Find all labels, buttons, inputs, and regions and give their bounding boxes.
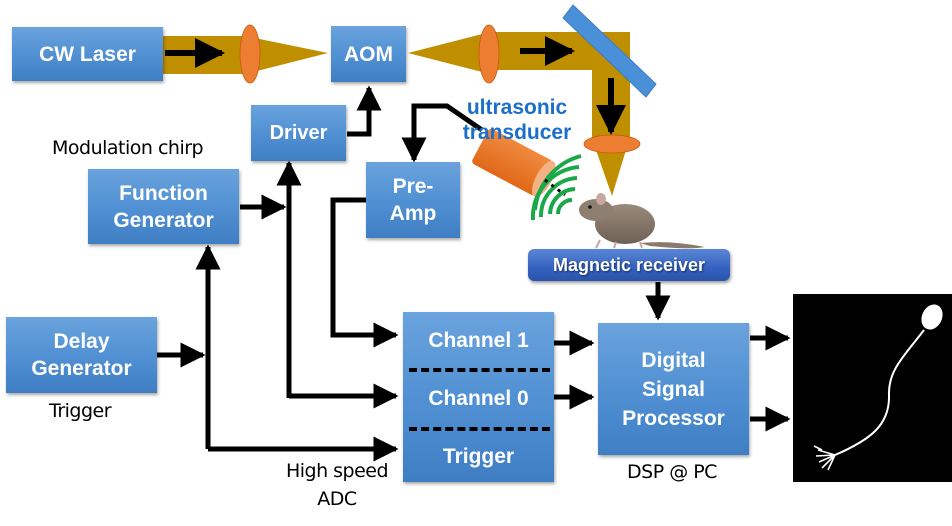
edge-preamp-channel1	[330, 197, 399, 348]
transducer-label: ultrasonic transducer	[452, 95, 582, 145]
dsp-caption: DSP @ PC	[627, 461, 717, 483]
adc-trigger: Trigger	[403, 436, 554, 476]
modulation-chirp-label: Modulation chirp	[52, 137, 204, 159]
block-label: Processor	[622, 406, 725, 430]
block-label: Delay	[53, 330, 110, 353]
block-label: Generator	[113, 208, 214, 232]
magnetic-receiver-block: Magnetic receiver	[528, 249, 730, 281]
caption-line: High speed	[285, 460, 389, 482]
adc-divider	[409, 427, 550, 431]
adc-channel-1: Channel 1	[403, 320, 554, 360]
block-label: Digital	[641, 348, 706, 372]
lens-icon	[583, 134, 641, 154]
block-label: Signal	[641, 377, 705, 401]
adc-block: Channel 1 Channel 0 Trigger	[403, 312, 554, 482]
edge-transducer-preamp	[401, 103, 484, 163]
lens-icon	[478, 24, 500, 84]
ultrasonic-transducer-icon	[472, 128, 556, 197]
adc-divider	[409, 368, 550, 372]
caption-line: ADC	[317, 488, 357, 510]
cw-laser-block: CW Laser	[12, 27, 163, 81]
adc-row-label: Channel 1	[428, 328, 529, 352]
edge-driver-aom	[347, 85, 382, 137]
mirror-icon	[562, 4, 657, 98]
function-generator-block: Function Generator	[88, 169, 239, 244]
pre-amp-block: Pre- Amp	[366, 162, 460, 238]
block-label: Function	[119, 181, 208, 205]
block-label: AOM	[344, 42, 393, 66]
adc-row-label: Channel 0	[428, 386, 529, 410]
block-label: Driver	[269, 121, 328, 144]
aom-block: AOM	[331, 26, 406, 82]
adc-caption: High speed ADC	[282, 457, 392, 513]
block-label: CW Laser	[39, 42, 136, 66]
adc-channel-0: Channel 0	[403, 378, 554, 418]
adc-row-label: Trigger	[442, 444, 515, 468]
mouse-icon	[579, 193, 705, 249]
block-label: Generator	[31, 357, 132, 380]
block-label: Pre-	[392, 175, 434, 198]
label-line: transducer	[462, 121, 572, 144]
delay-generator-block: Delay Generator	[6, 317, 157, 393]
block-label: Amp	[389, 202, 437, 225]
trigger-label: Trigger	[49, 400, 112, 422]
label-line: ultrasonic	[466, 96, 568, 119]
lens-icon	[239, 24, 261, 84]
ultrasound-waves-icon	[530, 154, 582, 221]
block-label: Magnetic receiver	[552, 254, 706, 275]
dsp-block: Digital Signal Processor	[598, 323, 749, 455]
neuron-image	[793, 294, 952, 482]
driver-block: Driver	[251, 105, 346, 161]
